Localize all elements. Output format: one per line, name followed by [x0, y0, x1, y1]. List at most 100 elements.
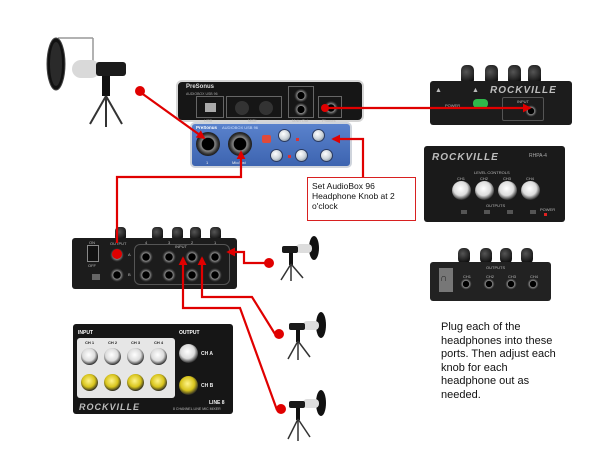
- mixer-ch3-top-knob[interactable]: [127, 348, 144, 365]
- mixer-input-2b-jack[interactable]: [185, 268, 199, 282]
- amp-front-model: RHPA-4: [529, 153, 547, 159]
- mixer-ch1-top-knob[interactable]: [81, 348, 98, 365]
- amp-back-knob-1[interactable]: [461, 65, 474, 85]
- microphone-host: [38, 32, 133, 132]
- microphone-icon: [46, 37, 126, 127]
- headphone-out-1-jack[interactable]: [460, 278, 472, 290]
- audiobox-back-panel: PreSonus AUDIOBOX USB 96 USB MIDI Main O…: [176, 80, 364, 123]
- mixer-ch2-top-knob[interactable]: [104, 348, 121, 365]
- input-2-combo-jack[interactable]: [228, 132, 252, 156]
- mixer-knob[interactable]: [295, 149, 308, 162]
- amp-input-label: INPUT: [517, 99, 529, 104]
- amp-ch3-level-knob[interactable]: [498, 181, 517, 200]
- clip-led-2: [288, 155, 291, 158]
- mixer-ch4-top-knob[interactable]: [150, 348, 167, 365]
- mixer-output-a-jack[interactable]: [110, 248, 124, 262]
- amp-front-out-3[interactable]: [507, 210, 513, 214]
- mixer-out-b-label: B: [128, 272, 131, 277]
- amp-front-power-label: POWER: [540, 207, 556, 212]
- mixer-ch2-bottom-knob[interactable]: [104, 374, 121, 391]
- amp-out-knob-4[interactable]: [521, 248, 533, 264]
- headphone-amp-back-panel: ▲ ▲ ROCKVILLE POWER INPUT: [430, 65, 585, 127]
- amp-front-out-1[interactable]: [461, 210, 467, 214]
- headphone-amp-front-panel: ROCKVILLE RHPA-4 LEVEL CONTROLS CH1 CH2 …: [424, 146, 565, 222]
- audiobox-front-model: AUDIOBOX USB 96: [222, 125, 259, 130]
- mixer-front-panel: INPUT OUTPUT CH 1 CH 2 CH 3 CH 4 CH A CH…: [73, 318, 233, 414]
- amp-ch2-label: CH2: [480, 176, 489, 181]
- mixer-input-4b-jack[interactable]: [139, 268, 153, 282]
- warning-icon-2: ▲: [472, 87, 479, 94]
- midi-port-area: [226, 96, 282, 118]
- amp-back-body: ▲ ▲ ROCKVILLE POWER INPUT: [430, 81, 572, 125]
- microphone-guest-1: [276, 234, 321, 282]
- mixer-input-4-num: 4: [145, 240, 148, 245]
- mixer-on-label: ON: [89, 240, 95, 245]
- mixer-out-b-knob[interactable]: [179, 376, 198, 395]
- amp-out-knob-1[interactable]: [458, 248, 470, 264]
- mixer-input-3b-jack[interactable]: [162, 268, 176, 282]
- audiobox-back-brand: PreSonus: [186, 84, 215, 90]
- phones-jack[interactable]: [324, 101, 338, 115]
- mixer-off-label: OFF: [88, 263, 96, 268]
- power-switch[interactable]: [473, 99, 488, 108]
- cable-endpoint-guest-mic-1: [264, 258, 274, 268]
- amp-ch4-level-knob[interactable]: [521, 181, 540, 200]
- input-1-gain-knob[interactable]: [278, 129, 291, 142]
- mixer-input-1b-jack[interactable]: [208, 268, 222, 282]
- main-out-left-jack[interactable]: [294, 89, 308, 102]
- mixer-out-a-label: A: [128, 252, 131, 257]
- headphone-out-3-jack[interactable]: [505, 278, 517, 290]
- mixer-ch1-bottom-knob[interactable]: [81, 374, 98, 391]
- usb-port[interactable]: [205, 103, 216, 112]
- amp-back-knob-2[interactable]: [485, 65, 498, 85]
- mixer-front-model: LINE 8: [209, 400, 225, 406]
- microphone-guest-3: [283, 387, 328, 442]
- mixer-input-3a-jack[interactable]: [162, 250, 176, 264]
- mixer-input-4a-jack[interactable]: [139, 250, 153, 264]
- mixer-front-input-label: INPUT: [78, 330, 93, 336]
- mixer-output-label: OUTPUT: [110, 241, 127, 246]
- dc-power-jack[interactable]: [92, 274, 100, 280]
- main-volume-knob[interactable]: [320, 149, 333, 162]
- mixer-out-b-name: CH B: [201, 383, 214, 389]
- amp-out-body: ∩ OUTPUTS CH1 CH2 CH3 CH4: [430, 262, 551, 301]
- amp-front-out-2[interactable]: [484, 210, 490, 214]
- amp-out-ch2-label: CH2: [486, 274, 495, 279]
- midi-in-port[interactable]: [235, 101, 249, 115]
- mixer-back-panel: ON OFF OUTPUT A B INPUT 4 3 2 1: [72, 227, 242, 289]
- amp-ch2-level-knob[interactable]: [475, 181, 494, 200]
- amp-ch4-label: CH4: [526, 176, 535, 181]
- mixer-ch4-bottom-knob[interactable]: [150, 374, 167, 391]
- amp-front-out-4[interactable]: [530, 210, 536, 214]
- amp-ch1-level-knob[interactable]: [452, 181, 471, 200]
- mixer-out-a-knob[interactable]: [179, 344, 198, 363]
- midi-out-port[interactable]: [259, 101, 273, 115]
- main-out-label: Main Out: [292, 118, 309, 123]
- headphone-out-4-jack[interactable]: [527, 278, 539, 290]
- main-out-right-jack[interactable]: [294, 103, 308, 116]
- amp-input-jack[interactable]: [525, 105, 537, 117]
- mixer-output-b-jack[interactable]: [110, 268, 124, 282]
- amp-back-brand: ROCKVILLE: [490, 85, 557, 96]
- mixer-input-1a-jack[interactable]: [208, 250, 222, 264]
- mixer-input-2-num: 2: [191, 240, 194, 245]
- mixer-power-switch[interactable]: [87, 245, 99, 262]
- mixer-input-2a-jack[interactable]: [185, 250, 199, 264]
- mixer-ch3-bottom-knob[interactable]: [127, 374, 144, 391]
- amp-out-knob-2[interactable]: [480, 248, 492, 264]
- clip-led: [296, 138, 299, 141]
- amp-front-outputs-label: OUTPUTS: [486, 203, 506, 208]
- amp-out-knob-3[interactable]: [500, 248, 512, 264]
- phones-area: [318, 96, 342, 118]
- input-2-label: Mic/Inst: [232, 160, 246, 165]
- input-1-combo-jack[interactable]: [196, 132, 220, 156]
- phantom-power-button[interactable]: [262, 135, 271, 143]
- headphone-out-2-jack[interactable]: [483, 278, 495, 290]
- amp-out-ch1-label: CH1: [463, 274, 472, 279]
- usb-port-area: [196, 96, 224, 118]
- mixer-ch3-label: CH 3: [131, 340, 141, 345]
- headphone-knob[interactable]: [312, 129, 325, 142]
- amp-back-knob-4[interactable]: [528, 65, 541, 85]
- input-2-gain-knob[interactable]: [270, 149, 283, 162]
- amp-back-knob-3[interactable]: [508, 65, 521, 85]
